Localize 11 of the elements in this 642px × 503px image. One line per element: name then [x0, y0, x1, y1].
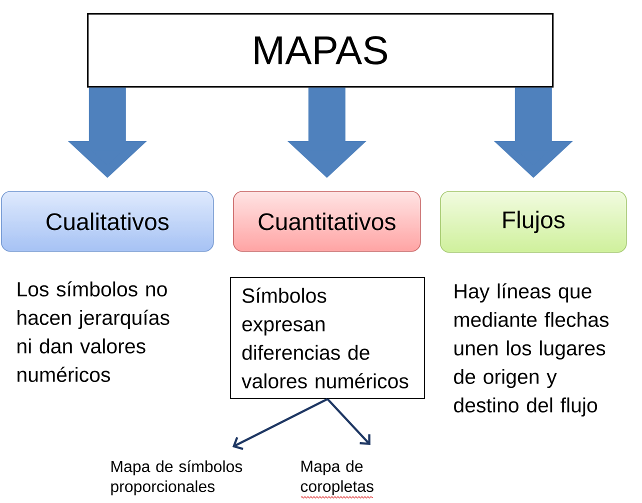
- map-type-text: Mapa de coropletas: [300, 460, 374, 496]
- category-box: Cualitativos: [1, 191, 214, 252]
- arrow: [232, 398, 328, 450]
- description-text: Los símbolos no hacen jerarquías ni dan valores numéricos: [18, 281, 170, 382]
- text-box: Símbolos expresan diferencias de valores numéricos: [230, 277, 425, 399]
- category-box: Cuantitativos: [233, 191, 421, 252]
- map-type-text: Mapa de símbolos proporcionales: [111, 460, 242, 496]
- heading-box: MAPAS: [87, 13, 554, 88]
- category-box: Flujos: [440, 191, 627, 253]
- arrow: [326, 398, 370, 445]
- description-text: Hay líneas que mediante flechas unen los lugares de origen y destino del flujo: [454, 283, 609, 417]
